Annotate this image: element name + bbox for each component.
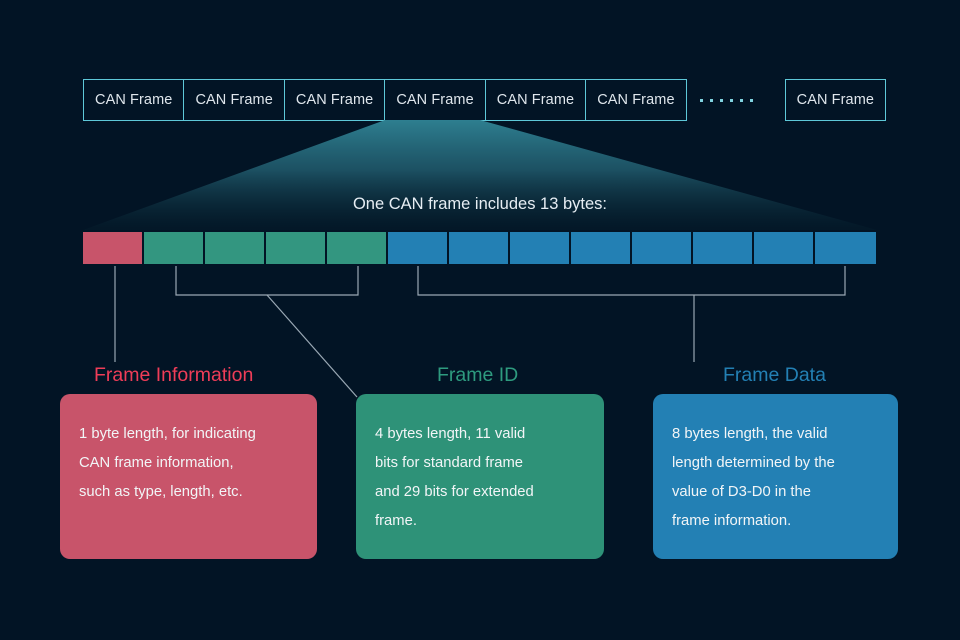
byte-cell-frame-id [205,232,266,264]
byte-cell-frame-information [83,232,144,264]
byte-cell-frame-id [144,232,205,264]
can-frame-box: CAN Frame [585,79,687,121]
heading-frame-data: Frame Data [723,364,826,386]
byte-cell-frame-data [632,232,693,264]
can-frame-box: CAN Frame [384,79,486,121]
card-line: and 29 bits for extended [375,484,534,500]
byte-count-caption: One CAN frame includes 13 bytes: [352,195,608,213]
card-line: 8 bytes length, the valid [672,426,828,442]
byte-cell-frame-data [510,232,571,264]
card-frame-data: 8 bytes length, the valid length determi… [653,394,898,559]
card-line: value of D3-D0 in the [672,484,812,500]
frame-sequence-ellipsis [686,79,768,121]
card-line: CAN frame information, [79,455,234,471]
card-line: length determined by the [672,455,835,471]
bracket-frame-id [175,266,359,296]
byte-cell-frame-data [449,232,510,264]
card-line: frame. [375,513,417,529]
byte-cell-frame-data [815,232,876,264]
can-frame-sequence: CAN Frame CAN Frame CAN Frame CAN Frame … [83,79,887,121]
heading-frame-id: Frame ID [437,364,519,386]
leader-line-frame-id [266,294,358,398]
card-line: such as type, length, etc. [79,484,243,500]
card-line: bits for standard frame [375,455,524,471]
can-frame-box: CAN Frame [283,79,386,121]
can-frame-box: CAN Frame [183,79,285,121]
byte-cell-frame-data [754,232,815,264]
card-frame-information: 1 byte length, for indicating CAN frame … [60,394,317,559]
byte-layout-strip [83,232,877,264]
can-frame-box-last: CAN Frame [784,79,887,121]
bracket-frame-data [417,266,846,296]
can-frame-box: CAN Frame [83,79,185,121]
zoom-funnel-shape [83,120,877,230]
card-frame-id: 4 bytes length, 11 valid bits for standa… [356,394,604,559]
byte-cell-frame-id [327,232,388,264]
byte-cell-frame-data [693,232,754,264]
heading-frame-information: Frame Information [94,364,254,386]
can-frame-box: CAN Frame [484,79,587,121]
byte-cell-frame-data [571,232,632,264]
card-line: 4 bytes length, 11 valid [375,426,526,442]
byte-cell-frame-data [388,232,449,264]
card-line: 1 byte length, for indicating [79,426,256,442]
byte-cell-frame-id [266,232,327,264]
card-line: frame information. [672,513,792,529]
